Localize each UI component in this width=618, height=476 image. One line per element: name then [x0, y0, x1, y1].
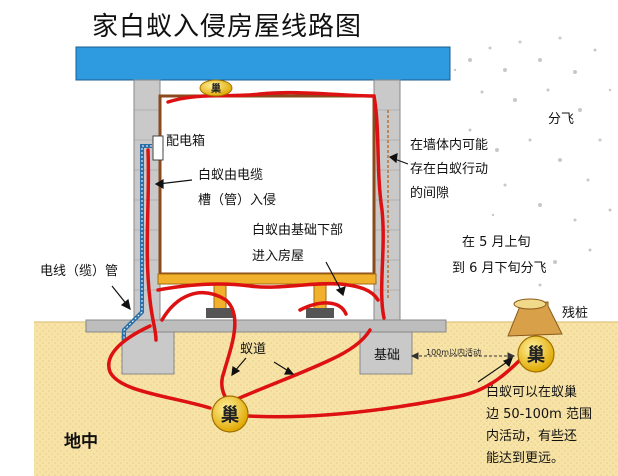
floor-slab: [85, 319, 447, 333]
nest-right-label: 巢: [526, 344, 545, 366]
post-base-left: [206, 308, 234, 318]
label-distance: 100m以内活动: [426, 348, 482, 357]
nest-small-label: 巢: [210, 82, 222, 95]
label-stump: 残桩: [562, 306, 589, 321]
label-underground: 地中: [64, 432, 98, 452]
post-base-right: [306, 308, 334, 318]
roof: [75, 46, 451, 81]
distribution-box: [152, 135, 164, 161]
distance-arrow: [410, 352, 516, 360]
label-wire-conduit: 电线（缆）管: [40, 264, 119, 279]
nest-main-label: 巢: [220, 404, 239, 426]
label-foundation: 基础: [374, 348, 401, 363]
nest-main: [211, 395, 249, 433]
label-swarm-period: 在 5 月上旬 到 6 月下旬分飞: [452, 235, 547, 276]
nest-small: [199, 79, 233, 97]
swarm-dots: [453, 36, 612, 287]
label-cable-entry: 白蚁由电缆 槽（管）入侵: [198, 168, 277, 208]
foundation-left: [121, 331, 175, 375]
label-foundation-entry: 白蚁由基础下部 进入房屋: [252, 223, 344, 264]
foundation-right: [359, 331, 413, 375]
label-foraging-range: 白蚁可以在蚁巢 边 50-100m 范围 内活动，有些还 能达到更远。: [486, 385, 592, 466]
label-wall-gap: 在墙体内可能 存在白蚁行动 的间隙: [410, 138, 489, 201]
stump-top: [513, 298, 547, 310]
diagram-title: 家白蚁入侵房屋线路图: [92, 12, 363, 42]
termite-paths: [107, 90, 524, 419]
annotation-arrows: [111, 153, 514, 383]
nest-right: [517, 335, 555, 373]
label-distribution-box: 配电箱: [166, 134, 206, 149]
floor-post-right: [313, 283, 327, 311]
label-swarming: 分飞: [548, 112, 575, 127]
label-tunnel: 蚁道: [240, 342, 267, 357]
floor-beam: [157, 273, 377, 285]
